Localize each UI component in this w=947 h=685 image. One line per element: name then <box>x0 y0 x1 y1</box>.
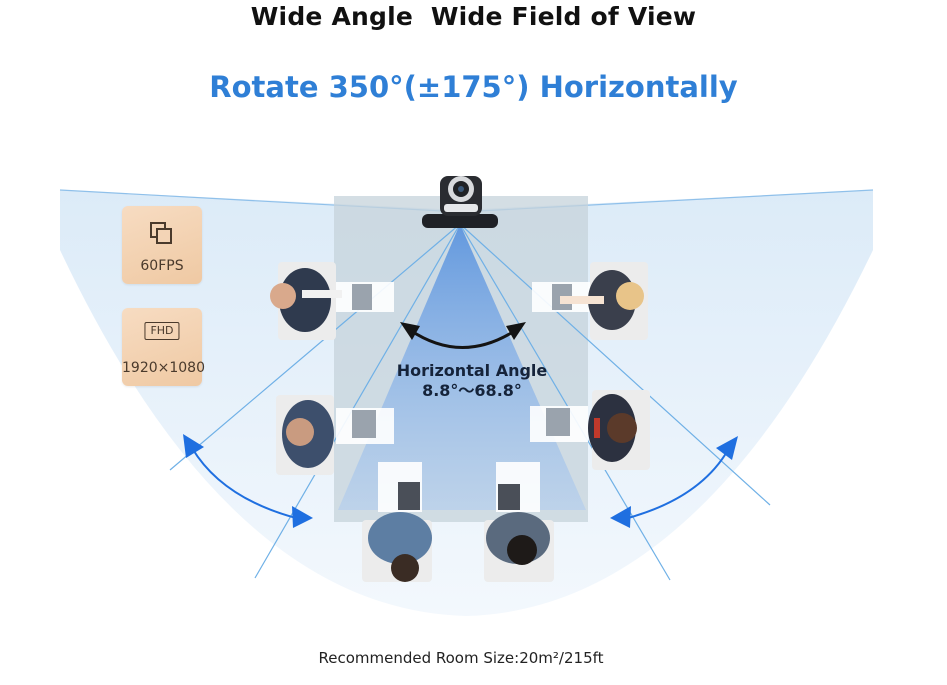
rotation-arrow-left <box>183 434 313 528</box>
page-title: Wide Angle Wide Field of View <box>250 2 697 31</box>
participant-bottom-left <box>362 462 432 582</box>
horizontal-angle-range: 8.8°～68.8° <box>422 381 522 400</box>
room-size-note: Recommended Room Size:20m²/215ft <box>318 649 604 667</box>
ptz-camera <box>422 176 498 228</box>
angle-arc-arrow-right <box>506 322 526 340</box>
badge-fhd: FHD 1920×1080 <box>122 308 205 386</box>
participant-right-top <box>532 262 648 340</box>
fps-label: 60FPS <box>140 258 184 274</box>
frames-icon <box>150 222 172 244</box>
participant-bottom-right <box>484 462 554 582</box>
rotation-arrow-right <box>610 436 738 528</box>
rotation-subtitle: Rotate 350°(±175°) Horizontally <box>209 70 738 104</box>
angle-arc-arrow-left <box>400 322 420 340</box>
meeting-participants <box>270 262 650 582</box>
badge-60fps: 60FPS <box>122 206 202 284</box>
angle-arc <box>409 328 517 349</box>
participant-left-top <box>270 262 394 340</box>
participant-left-bottom <box>276 395 394 475</box>
resolution-label: 1920×1080 <box>122 360 205 376</box>
horizontal-angle-label: Horizontal Angle 8.8°～68.8° <box>372 361 572 401</box>
coverage-rays <box>169 223 771 581</box>
horizontal-angle-title: Horizontal Angle <box>396 361 548 380</box>
horizontal-angle-beam <box>338 224 586 510</box>
participant-right-bottom <box>530 390 650 470</box>
fhd-tag: FHD <box>144 322 180 340</box>
